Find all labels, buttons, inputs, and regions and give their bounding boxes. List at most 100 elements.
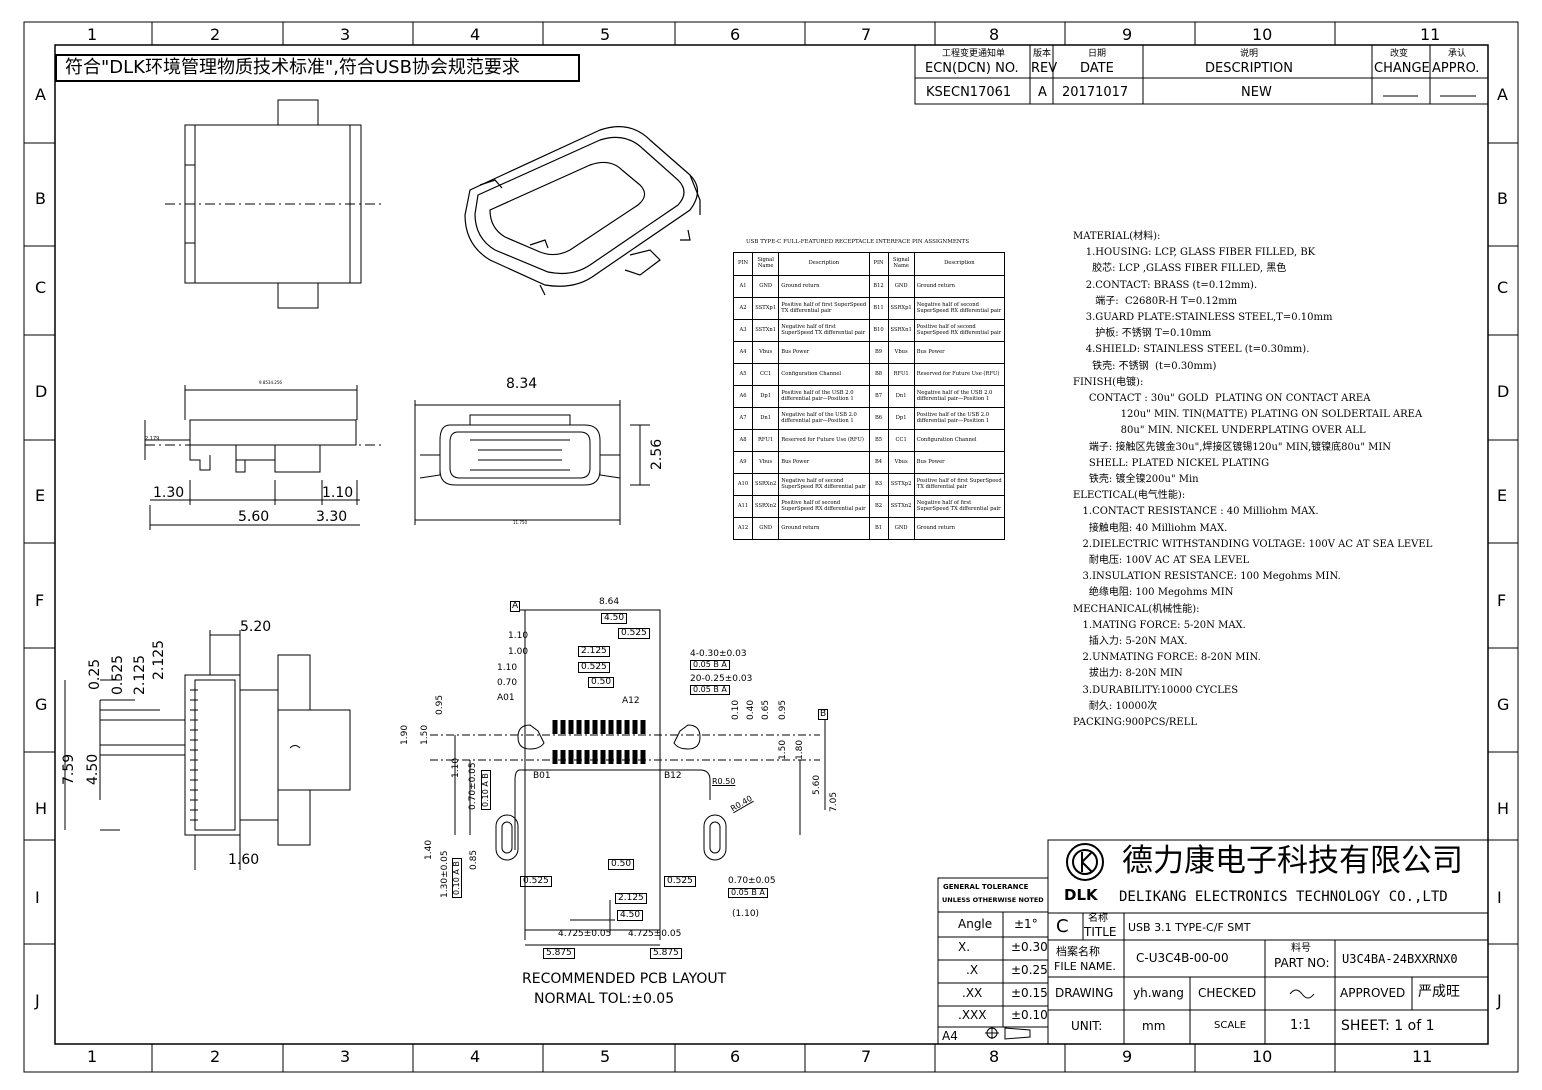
material-note-line: 1.CONTACT RESISTANCE : 40 Milliohm MAX. — [1073, 506, 1319, 518]
pin-table-cell: Positive half of second SuperSpeed RX di… — [778, 495, 870, 518]
material-note-line: 120u" MIN. TIN(MATTE) PLATING ON SOLDERT… — [1073, 409, 1423, 421]
pin-table-cell: Dn1 — [751, 407, 780, 430]
material-note-line: 护板: 不锈钢 T=0.10mm — [1073, 328, 1212, 340]
rev-ecn-header-cn: 工程变更通知单 — [942, 49, 1006, 59]
grid-label-col-10-top: 10 — [1252, 25, 1273, 44]
pcb-layout-drawing — [430, 609, 826, 946]
pcb-tol-1-frame: 0.05 B A — [690, 660, 730, 670]
rev-desc-header-cn: 说明 — [1240, 49, 1259, 59]
part-number: U3C4BA-24BXXRNX0 — [1342, 952, 1458, 966]
rev-ecn-value: KSECN17061 — [926, 85, 1012, 100]
pcb-dim-h085: 0.85 — [469, 849, 479, 870]
grid-label-col-7-bottom: 7 — [861, 1047, 872, 1066]
pcb-dim-lb4: 5.875 — [650, 948, 682, 959]
pcb-dim-l2125: 2.125 — [615, 893, 647, 904]
title-label-cn: 名称 — [1088, 913, 1108, 924]
pin-table-cell: SSRXn2 — [751, 495, 780, 518]
pcb-dim-r5: 1.50 — [778, 739, 788, 760]
grid-label-col-6-top: 6 — [730, 25, 741, 44]
dim-top-c2: 2.125 — [151, 639, 167, 680]
pcb-dim-v3: 1.50 — [420, 724, 430, 745]
tolerance-row-dx-label: .X — [966, 963, 979, 977]
grid-label-row-d-right: D — [1497, 382, 1510, 401]
pin-table-cell: A5 — [733, 363, 753, 386]
rev-date-value: 20171017 — [1062, 85, 1129, 100]
dim-front-height: 2.56 — [649, 438, 665, 470]
part-label: PART NO: — [1274, 956, 1330, 970]
unit-value: mm — [1142, 1019, 1166, 1033]
material-note-line: 拔出力: 8-20N MIN — [1073, 668, 1183, 680]
pin-table-cell: Configuration Channel — [778, 363, 870, 386]
pcb-dim-r070: 0.70±0.05 — [728, 876, 776, 886]
pcb-dim-r110: (1.10) — [732, 909, 760, 919]
material-note-line: 端子: 接触区先镀金30u",焊接区镀锡120u" MIN,镀镍底80u" MI… — [1073, 441, 1392, 453]
pin-table-title: USB TYPE-C FULL-FEATURED RECEPTACLE INTE… — [746, 239, 970, 245]
grid-label-col-1-bottom: 1 — [87, 1047, 98, 1066]
pin-table-cell: Negative half of second SuperSpeed RX di… — [913, 297, 1006, 320]
pin-table-cell: A6 — [733, 385, 753, 408]
grid-label-col-10-bottom: 10 — [1252, 1047, 1273, 1066]
pin-table-header-cell: Description — [913, 252, 1006, 276]
material-note-line: 绝缘电阻: 100 Megohms MIN — [1073, 587, 1234, 599]
grid-label-row-i-left: I — [35, 888, 40, 907]
pin-table-header-cell: PIN — [733, 252, 753, 276]
pcb-dim-rad1: R0.50 — [712, 777, 736, 786]
rev-desc-value: NEW — [1241, 85, 1272, 100]
grid-label-row-g-right: G — [1497, 695, 1510, 714]
material-note-line: 铁壳: 镀全镍200u" Min — [1073, 474, 1199, 486]
rev-ecn-header: ECN(DCN) NO. — [925, 61, 1019, 76]
pin-table-cell: GND — [751, 517, 780, 540]
material-note-line: SHELL: PLATED NICKEL PLATING — [1073, 457, 1270, 469]
grid-label-col-7-top: 7 — [861, 25, 872, 44]
material-note-line: 3.INSULATION RESISTANCE: 100 Megohms MIN… — [1073, 571, 1341, 583]
rev-desc-header: DESCRIPTION — [1205, 61, 1293, 76]
pin-table-cell: GND — [751, 275, 780, 298]
grid-label-row-i-right: I — [1497, 888, 1502, 907]
pcb-dim-r2: 0.40 — [746, 699, 756, 720]
part-label-cn: 料号 — [1291, 943, 1311, 954]
pin-table-cell: Negative half of the USB 2.0 differentia… — [913, 385, 1006, 408]
pcb-tol-1: 4-0.30±0.03 — [690, 649, 747, 659]
pin-table-cell: A8 — [733, 429, 753, 452]
material-note-line: MATERIAL(材料): — [1073, 231, 1161, 242]
front-view-drawing — [414, 400, 650, 525]
pcb-dim-e: 2.125 — [578, 646, 610, 657]
material-note-line: 2.DIELECTRIC WITHSTANDING VOLTAGE: 100V … — [1073, 538, 1433, 550]
pin-table-cell: Vbus — [751, 451, 780, 474]
grid-label-row-g-left: G — [35, 695, 48, 714]
outer-frame — [23, 21, 1519, 1073]
pcb-dim-v1: 0.95 — [435, 694, 445, 715]
rev-date-header-cn: 日期 — [1088, 49, 1107, 59]
pin-table-cell: B3 — [868, 473, 889, 496]
pin-table-cell: Vbus — [887, 451, 915, 474]
grid-label-row-b-left: B — [35, 189, 46, 208]
pcb-dim-r070-frame: 0.05 B A — [728, 888, 768, 898]
pin-table-cell: A1 — [733, 275, 753, 298]
pin-table-cell: A12 — [733, 517, 753, 540]
rev-change-header: CHANGE — [1374, 61, 1430, 76]
tolerance-row-x-value: ±0.30 — [1011, 940, 1048, 954]
file-label: FILE NAME. — [1054, 960, 1116, 973]
material-note-line: 耐电压: 100V AC AT SEA LEVEL — [1073, 555, 1250, 567]
pcb-label-b01: B01 — [533, 771, 551, 781]
file-name: C-U3C4B-00-00 — [1136, 951, 1229, 965]
pin-table-header-cell: Description — [778, 252, 870, 276]
pin-table-cell: RFU1 — [751, 429, 780, 452]
material-notes: MATERIAL(材料): 1.HOUSING: LCP, GLASS FIBE… — [1073, 229, 1432, 731]
grid-label-row-a-right: A — [1497, 85, 1508, 104]
material-note-line: 1.MATING FORCE: 5-20N MAX. — [1073, 619, 1246, 631]
approver-name: 严成旺 — [1418, 984, 1460, 1000]
approved-label: APPROVED — [1340, 986, 1406, 1000]
rev-rev-header: REV — [1031, 61, 1058, 76]
pcb-dim-h130-frame: 0.10 A B — [452, 858, 462, 898]
pin-table-cell: A3 — [733, 319, 753, 342]
pcb-dim-h140: 1.40 — [424, 839, 434, 860]
side-view-drawing — [165, 99, 385, 309]
pin-table-cell: Bus Power — [913, 341, 1006, 364]
